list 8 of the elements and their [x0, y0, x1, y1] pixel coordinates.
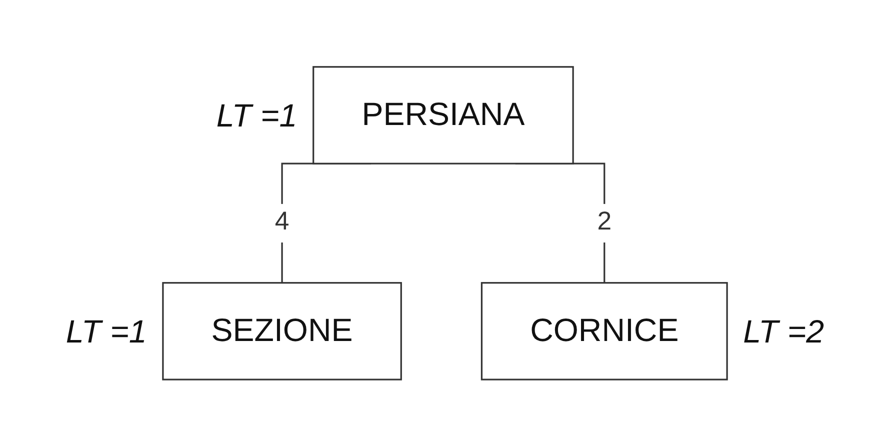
level-label: LT =2 [743, 313, 824, 350]
edge-label: 4 [274, 208, 290, 236]
level-label: LT =1 [216, 97, 298, 134]
level-label: LT =1 [66, 313, 147, 350]
node-box: SEZIONE [162, 282, 402, 380]
node-box: CORNICE [480, 282, 728, 380]
edge-label: 2 [597, 208, 612, 236]
node-box: PERSIANA [312, 66, 574, 164]
